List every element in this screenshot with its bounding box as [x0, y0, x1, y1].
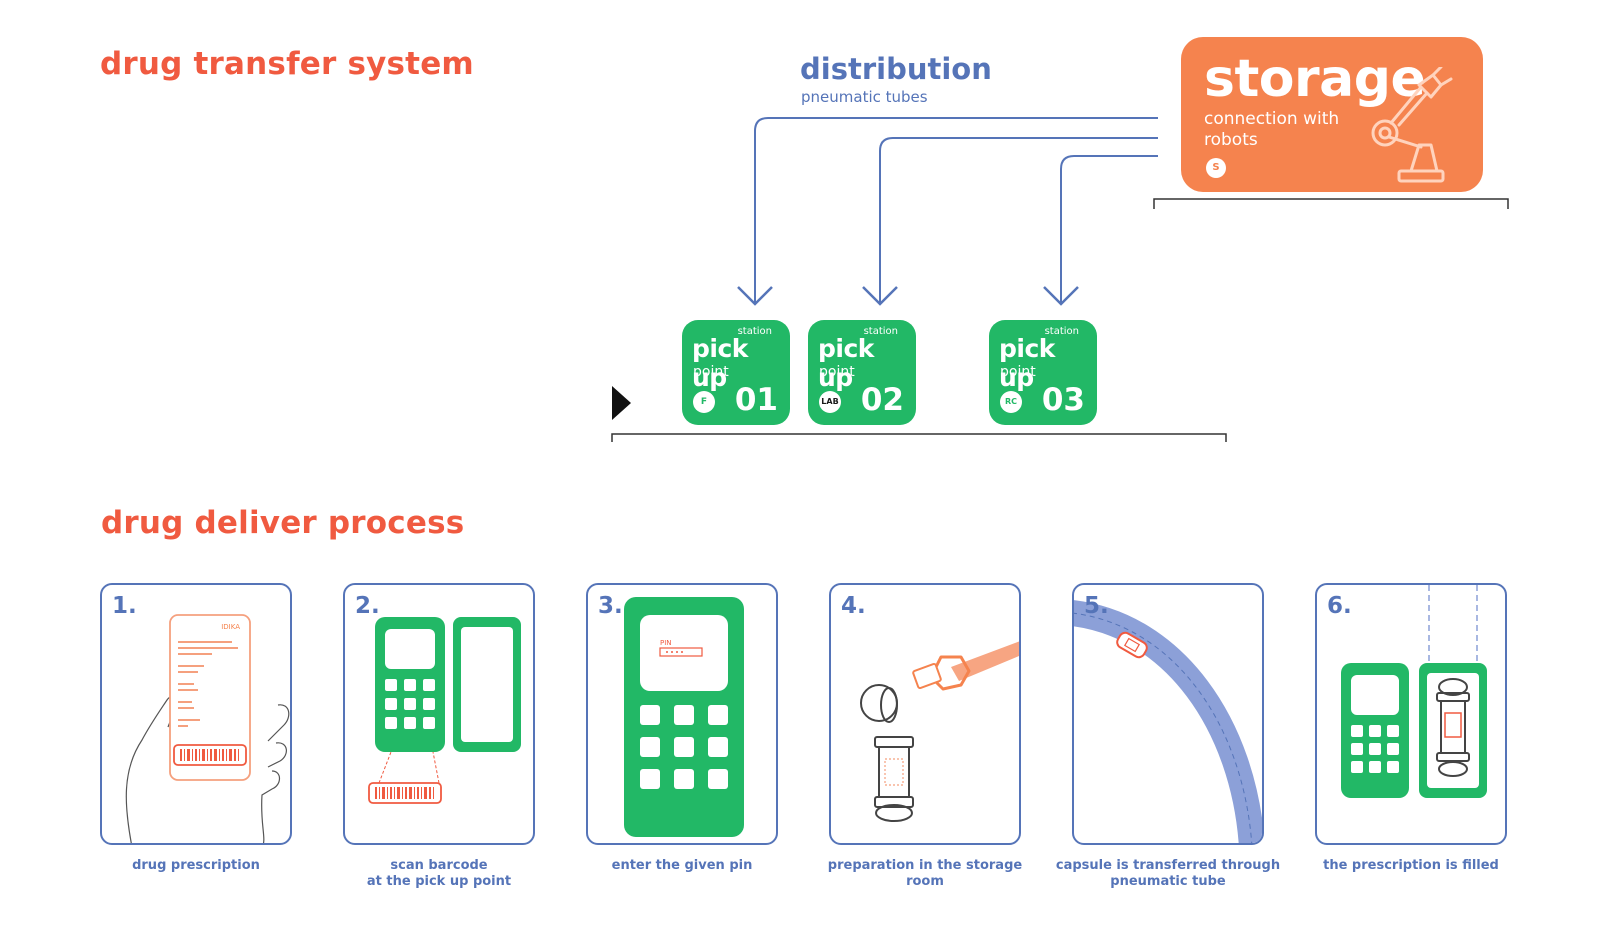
- station-02: station pick up point LAB 02: [808, 320, 916, 425]
- station-label-small: station: [737, 326, 772, 337]
- tube-line-03: [1060, 155, 1158, 303]
- step-number: 3.: [598, 593, 623, 619]
- station-label-small: station: [863, 326, 898, 337]
- storage-title: storage: [1204, 49, 1426, 109]
- storage-badge: S: [1206, 158, 1226, 178]
- distribution-subtitle: pneumatic tubes: [801, 88, 928, 106]
- arrow-head-03: [1043, 286, 1079, 306]
- arrow-head-02: [862, 286, 898, 306]
- step-card-1: 1. IDIKA: [100, 583, 292, 845]
- svg-text:IDIKA: IDIKA: [221, 623, 240, 631]
- station-badge: F: [693, 391, 715, 413]
- distribution-title: distribution: [800, 52, 992, 86]
- step-caption-4: preparation in the storage room: [827, 858, 1023, 889]
- svg-text:PIN: PIN: [660, 639, 672, 647]
- storage-subtitle: connection with robots: [1204, 109, 1340, 150]
- step-caption-3: enter the given pin: [611, 858, 753, 873]
- pneumatic-tube-icon: [1074, 600, 1262, 843]
- storage-box: storage connection with robots S: [1181, 37, 1483, 192]
- caption-line: scan barcode at the pick up point: [366, 858, 512, 889]
- station-number: 01: [734, 382, 778, 418]
- step-caption-6: the prescription is filled: [1323, 858, 1499, 873]
- play-marker-icon: [612, 386, 631, 420]
- capsule-delivered-icon: [1341, 585, 1487, 798]
- step-card-3: 3. PIN: [586, 583, 778, 845]
- tube-line-01: [754, 117, 1158, 303]
- arrow-head-01: [737, 286, 773, 306]
- station-label-small: station: [1044, 326, 1079, 337]
- station-label-big: pick up: [818, 334, 874, 392]
- step-caption-2: scan barcode at the pick up point: [323, 858, 555, 890]
- step-caption-5: capsule is transferred through pneumatic…: [1052, 858, 1284, 890]
- step-caption-1: drug prescription: [132, 858, 260, 873]
- caption-line: capsule is transferred through pneumatic…: [1055, 858, 1281, 889]
- tube-line-02: [879, 137, 1158, 303]
- step-number: 1.: [112, 593, 137, 619]
- capsule-preparation-icon: [860, 641, 1019, 822]
- heading-deliver-process: drug deliver process: [101, 505, 465, 541]
- station-label-point: point: [819, 364, 855, 380]
- step-number: 4.: [841, 593, 866, 619]
- step-number: 5.: [1084, 593, 1109, 619]
- station-03: station pick up point RC 03: [989, 320, 1097, 425]
- station-label-big: pick up: [999, 334, 1055, 392]
- step-card-5: 5.: [1072, 583, 1264, 845]
- scan-barcode-icon: [368, 617, 521, 804]
- station-label-point: point: [693, 364, 729, 380]
- step-card-4: 4.: [829, 583, 1021, 845]
- step-card-6: 6.: [1315, 583, 1507, 845]
- station-number: 03: [1041, 382, 1085, 418]
- phone-prescription-icon: IDIKA: [125, 614, 290, 843]
- pin-keypad-icon: PIN: [624, 597, 744, 837]
- storage-bracket: [1153, 198, 1509, 209]
- step-number: 2.: [355, 593, 380, 619]
- station-badge: LAB: [819, 391, 841, 413]
- station-label-point: point: [1000, 364, 1036, 380]
- station-badge: RC: [1000, 391, 1022, 413]
- station-label-big: pick up: [692, 334, 748, 392]
- heading-transfer-system: drug transfer system: [100, 46, 474, 82]
- station-number: 02: [860, 382, 904, 418]
- step-number: 6.: [1327, 593, 1352, 619]
- station-01: station pick up point F 01: [682, 320, 790, 425]
- station-bracket: [611, 433, 1227, 442]
- robot-arm-icon: [1371, 67, 1453, 183]
- step-card-2: 2.: [343, 583, 535, 845]
